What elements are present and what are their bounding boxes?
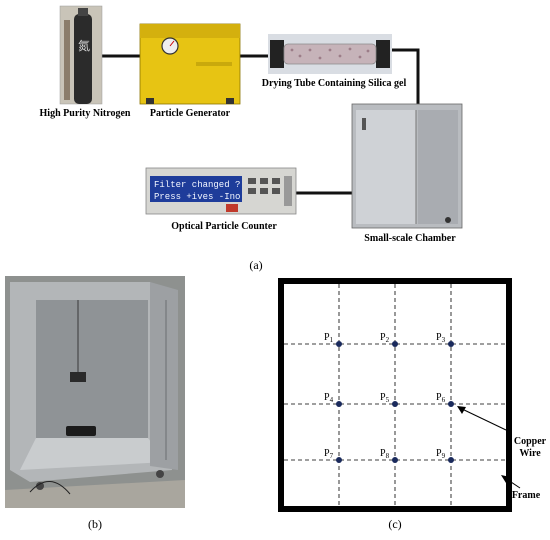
point-marker-3 <box>448 341 454 347</box>
point-label-6: P6 <box>436 392 446 404</box>
panel-a-label: (a) <box>249 258 262 272</box>
connection-lines <box>100 48 420 195</box>
drying-tube-caption: Drying Tube Containing Silica gel <box>262 78 407 89</box>
small-chamber-photo <box>351 103 463 229</box>
point-label-1: P1 <box>324 332 334 344</box>
point-marker-1 <box>336 341 342 347</box>
point-label-4: P4 <box>324 392 334 404</box>
copper-wire-grid <box>284 284 506 506</box>
drying-tube-photo <box>268 34 392 74</box>
chamber-caption: Small-scale Chamber <box>364 233 456 244</box>
nitrogen-caption: High Purity Nitrogen <box>40 108 131 119</box>
particle-generator-photo <box>139 23 241 105</box>
tube-drying-to-chamber <box>392 48 420 104</box>
point-label-2: P2 <box>380 332 390 344</box>
counter-lcd-line-2: Press +ives -Ino <box>154 192 240 202</box>
svg-text:氮: 氮 <box>78 38 90 53</box>
counter-caption: Optical Particle Counter <box>171 221 277 232</box>
point-marker-4 <box>336 401 342 407</box>
panel-c-label: (c) <box>388 517 401 531</box>
point-label-9: P9 <box>436 448 446 460</box>
counter-lcd-screen <box>150 176 242 202</box>
point-marker-2 <box>392 341 398 347</box>
panel-a-setup: 氮 <box>40 5 463 272</box>
point-label-3: P3 <box>436 332 446 344</box>
point-marker-7 <box>336 457 342 463</box>
chamber-frame <box>278 278 512 512</box>
panel-b-chamber-photo <box>5 276 185 508</box>
frame-label: Frame <box>512 490 541 501</box>
point-marker-9 <box>448 457 454 463</box>
optical-particle-counter-photo: Filter changed ? Press +ives -Ino <box>145 167 297 215</box>
point-marker-8 <box>392 457 398 463</box>
copper-wire-label-line-2: Wire <box>519 448 541 459</box>
point-label-5: P5 <box>380 392 390 404</box>
frame-arrowhead <box>501 475 510 483</box>
nitrogen-cylinder-photo: 氮 <box>59 5 103 105</box>
copper-wire-arrow <box>459 407 507 431</box>
generator-caption: Particle Generator <box>150 108 231 119</box>
point-marker-6 <box>448 401 454 407</box>
counter-lcd-line-1: Filter changed ? <box>154 180 240 190</box>
copper-wire-label-line-1: Copper <box>514 436 547 447</box>
point-label-8: P8 <box>380 448 390 460</box>
copper-wire-arrowhead <box>457 406 466 414</box>
panel-b-label: (b) <box>88 517 102 531</box>
point-marker-5 <box>392 401 398 407</box>
point-label-7: P7 <box>324 448 334 460</box>
